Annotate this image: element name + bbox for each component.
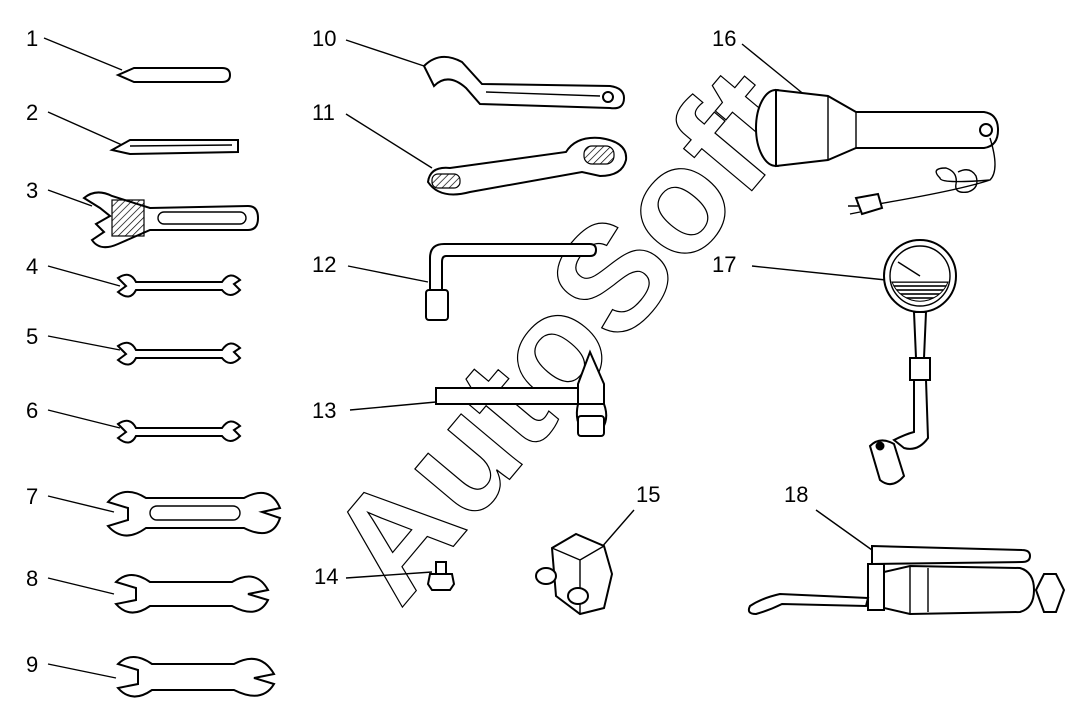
tool-1-punch: 1 bbox=[26, 26, 232, 83]
label-6: 6 bbox=[26, 398, 38, 423]
tool-17-pressure-gauge: 17 bbox=[712, 239, 957, 486]
ring-teeth-small bbox=[431, 173, 461, 189]
label-4: 4 bbox=[26, 254, 38, 279]
tool-11-ring-spanner: 11 bbox=[312, 100, 628, 196]
label-14: 14 bbox=[314, 564, 338, 589]
tool-12-l-socket-wrench: 12 bbox=[312, 243, 598, 321]
label-13: 13 bbox=[312, 398, 336, 423]
label-15: 15 bbox=[636, 482, 660, 507]
label-16: 16 bbox=[712, 26, 736, 51]
leader-line bbox=[349, 401, 437, 411]
leader-line bbox=[345, 39, 425, 67]
grease-gun-barrel bbox=[883, 564, 1036, 616]
leader-line bbox=[47, 409, 121, 429]
tool-5-open-end-wrench: 5 bbox=[26, 324, 242, 366]
hammer-face bbox=[577, 415, 605, 437]
lamp-body bbox=[775, 88, 1000, 168]
leader-line bbox=[47, 577, 115, 595]
label-7: 7 bbox=[26, 484, 38, 509]
wrench-jaw-teeth bbox=[111, 199, 145, 237]
label-8: 8 bbox=[26, 566, 38, 591]
leader-line bbox=[815, 509, 873, 551]
leader-line bbox=[47, 111, 123, 146]
leader-line bbox=[47, 335, 121, 351]
leader-line bbox=[741, 43, 807, 97]
tool-13-hammer: 13 bbox=[312, 349, 608, 437]
hammer-peen bbox=[577, 349, 605, 405]
label-5: 5 bbox=[26, 324, 38, 349]
gauge-scale-shading bbox=[891, 281, 949, 302]
punch-shape bbox=[115, 67, 232, 83]
tool-18-grease-gun: 18 bbox=[747, 482, 1066, 616]
tool-3-adjustable-wrench: 3 bbox=[26, 178, 260, 249]
tool-8-double-open-wrench: 8 bbox=[26, 566, 270, 614]
tool-10-hook-spanner: 10 bbox=[312, 26, 626, 110]
leader-line bbox=[47, 265, 121, 287]
grease-gun-lever bbox=[871, 544, 1032, 566]
label-2: 2 bbox=[26, 100, 38, 125]
grease-gun-nozzle-tube bbox=[747, 592, 870, 616]
tool-15-hex-adapter: 15 bbox=[535, 482, 660, 616]
label-17: 17 bbox=[712, 252, 736, 277]
lamp-plug bbox=[854, 192, 884, 216]
leader-line bbox=[347, 265, 429, 283]
leader-line bbox=[47, 663, 117, 679]
leader-line bbox=[345, 571, 433, 579]
label-1: 1 bbox=[26, 26, 38, 51]
tool-6-open-end-wrench: 6 bbox=[26, 398, 242, 444]
label-11: 11 bbox=[312, 100, 335, 125]
tool-7-double-open-wrench: 7 bbox=[26, 484, 282, 537]
pin-left bbox=[535, 567, 557, 585]
tool-14-grease-nipple: 14 bbox=[314, 561, 456, 591]
leader-line bbox=[47, 495, 115, 513]
leader-line bbox=[345, 113, 433, 169]
leader-line bbox=[47, 189, 93, 207]
pin-right bbox=[567, 587, 589, 605]
tool-2-chisel: 2 bbox=[26, 100, 239, 156]
ring-teeth-large bbox=[583, 145, 615, 165]
gauge-needle bbox=[897, 261, 921, 277]
leader-line bbox=[751, 265, 887, 281]
grease-gun-handle-loop bbox=[1034, 573, 1066, 613]
label-3: 3 bbox=[26, 178, 38, 203]
chisel-shape bbox=[109, 139, 239, 156]
tool-16-inspection-lamp: 16 bbox=[712, 26, 1000, 216]
label-10: 10 bbox=[312, 26, 336, 51]
label-18: 18 bbox=[784, 482, 808, 507]
lamp-cord-coil bbox=[877, 137, 996, 205]
tool-4-open-end-wrench: 4 bbox=[26, 254, 242, 298]
label-12: 12 bbox=[312, 252, 336, 277]
wrench-slot bbox=[149, 505, 241, 521]
socket-head bbox=[425, 289, 449, 321]
hammer-handle bbox=[435, 387, 583, 405]
leader-line bbox=[43, 37, 123, 71]
gauge-chuck bbox=[868, 439, 906, 486]
wrench-handle-slot bbox=[157, 211, 247, 225]
label-9: 9 bbox=[26, 652, 38, 677]
tool-9-double-open-wrench: 9 bbox=[26, 652, 276, 698]
wrench-body bbox=[82, 191, 260, 249]
